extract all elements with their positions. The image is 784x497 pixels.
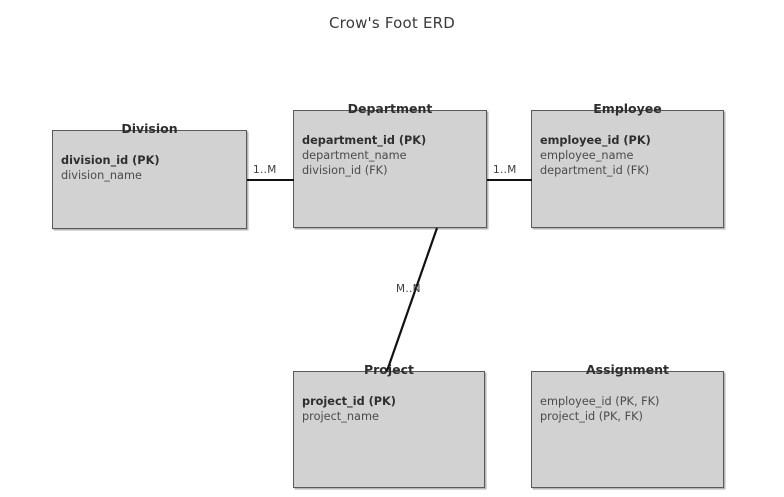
entity-department-title: Department [347,101,433,116]
entity-project-fields: project_id (PK) project_name [302,394,480,424]
entity-project-title: Project [363,362,415,377]
field-employee-department-id: department_id (FK) [540,164,650,177]
entity-employee[interactable]: Employee employee_id (PK) employee_name … [531,101,724,228]
field-employee-name: employee_name [540,149,634,162]
relationship-line-department-employee [487,179,532,181]
entity-employee-fields: employee_id (PK) employee_name departmen… [540,133,719,178]
entity-assignment-fields: employee_id (PK, FK) project_id (PK, FK) [540,394,719,424]
field-division-id: division_id (PK) [61,154,160,167]
cardinality-department-project: M..N [396,283,421,295]
entity-division-title: Division [121,121,178,136]
field-project-name: project_name [302,410,379,423]
field-employee-id: employee_id (PK) [540,134,651,147]
field-department-id: department_id (PK) [302,134,427,147]
entity-employee-title: Employee [593,101,662,116]
field-assignment-employee-id: employee_id (PK, FK) [540,395,660,408]
field-department-division-id: division_id (FK) [302,164,388,177]
entity-department-fields: department_id (PK) department_name divis… [302,133,482,178]
entity-division-fields: division_id (PK) division_name [61,153,242,183]
page-title: Crow's Foot ERD [328,14,455,32]
relationship-line-department-project [385,227,439,372]
field-assignment-project-id: project_id (PK, FK) [540,410,643,423]
relationship-line-division-department [247,179,294,181]
entity-assignment-title: Assignment [585,362,670,377]
entity-assignment[interactable]: Assignment employee_id (PK, FK) project_… [531,362,724,488]
cardinality-division-department: 1..M [253,164,277,176]
cardinality-department-employee: 1..M [493,164,517,176]
field-department-name: department_name [302,149,407,162]
entity-department[interactable]: Department department_id (PK) department… [293,101,487,228]
entity-division[interactable]: Division division_id (PK) division_name [52,121,247,229]
entity-project[interactable]: Project project_id (PK) project_name [293,362,485,488]
field-division-name: division_name [61,169,142,182]
field-project-id: project_id (PK) [302,395,396,408]
